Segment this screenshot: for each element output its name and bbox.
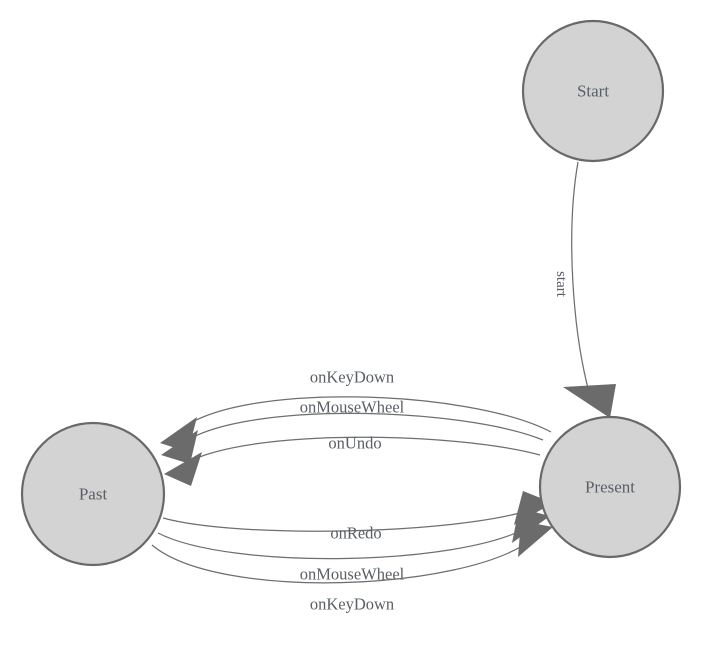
edge-redo-onmousewheel-label: onMouseWheel (300, 565, 405, 584)
edge-start-arrowhead (563, 384, 616, 418)
edge-redo-onredo[interactable]: onRedo (162, 491, 553, 543)
node-present-circle (538, 415, 682, 559)
edge-undo-onmousewheel-label: onMouseWheel (300, 398, 405, 417)
edge-undo-onundo-arrowhead (164, 452, 202, 486)
node-past[interactable]: Past (20, 421, 166, 567)
edge-start-label: start (553, 271, 569, 298)
node-start-circle (521, 19, 665, 163)
edge-start[interactable]: start (553, 161, 616, 418)
edge-undo-onundo-path (185, 436, 541, 464)
node-past-label: Past (79, 485, 108, 504)
edge-redo-onredo-label: onRedo (330, 524, 381, 543)
edge-undo-onmousewheel[interactable]: onMouseWheel (161, 398, 544, 465)
node-present[interactable]: Present (538, 415, 682, 559)
edge-undo-onkeydown-label: onKeyDown (310, 368, 394, 387)
edge-start-path (571, 161, 591, 397)
edge-undo-onmousewheel-path (178, 412, 544, 447)
edge-undo-onmousewheel-arrowhead (161, 430, 198, 464)
node-start[interactable]: Start (521, 19, 665, 163)
edge-redo-onkeydown-path (151, 539, 532, 584)
edge-redo-onkeydown-label: onKeyDown (310, 595, 394, 614)
edge-redo-onredo-path (162, 509, 531, 532)
edge-undo-onundo-label: onUndo (328, 434, 381, 453)
node-start-label: Start (577, 82, 609, 101)
node-present-label: Present (585, 478, 635, 497)
edge-redo-onmousewheel-path (157, 526, 529, 560)
node-past-circle (20, 421, 166, 567)
edge-undo-onkeydown-path (176, 396, 552, 434)
edge-redo-onkeydown[interactable]: onKeyDown (151, 521, 553, 614)
edge-redo-onkeydown-arrowhead (518, 521, 553, 557)
edge-undo-onundo[interactable]: onUndo (164, 434, 541, 487)
